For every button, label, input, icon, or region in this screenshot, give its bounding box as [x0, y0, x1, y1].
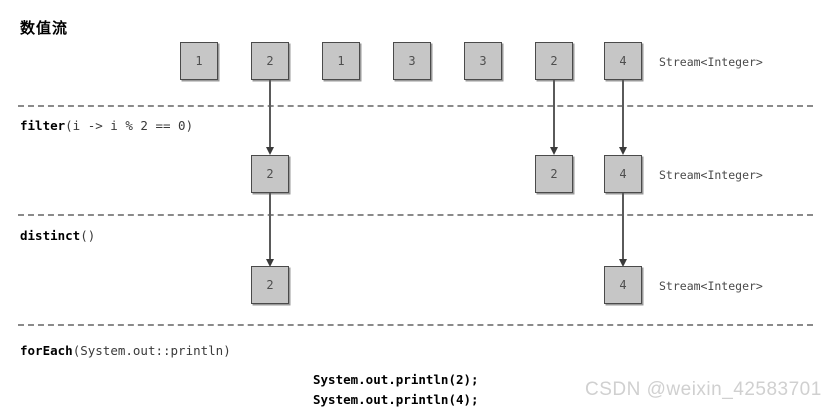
arrow-head-icon: [549, 147, 558, 155]
value-box: 2: [535, 42, 573, 80]
arrow-head-icon: [265, 147, 274, 155]
value-box-label: 4: [619, 167, 627, 181]
separator-line-1: [18, 105, 813, 107]
operation-name-distinct: distinct: [20, 228, 81, 243]
separator-line-2: [18, 214, 813, 216]
value-box-label: 3: [479, 54, 487, 68]
page-title: 数值流: [20, 19, 69, 37]
value-box: 3: [464, 42, 502, 80]
value-box: 1: [180, 42, 218, 80]
output-line: System.out.println(2);: [313, 372, 479, 387]
value-box-label: 4: [619, 54, 627, 68]
connector-line: [622, 193, 624, 263]
operation-name-filter: filter: [20, 118, 66, 133]
value-box-label: 2: [550, 54, 558, 68]
value-box: 4: [604, 155, 642, 193]
value-box: 2: [251, 42, 289, 80]
separator-line-3: [18, 324, 813, 326]
value-box: 4: [604, 42, 642, 80]
stream-type-label-distinct: Stream<Integer>: [659, 279, 763, 293]
connector-line: [269, 193, 271, 263]
output-line: System.out.println(4);: [313, 392, 479, 407]
value-box: 1: [322, 42, 360, 80]
value-box: 3: [393, 42, 431, 80]
operation-label-filter: filter(i -> i % 2 == 0): [20, 118, 193, 133]
value-box-label: 2: [550, 167, 558, 181]
value-box-label: 2: [266, 278, 274, 292]
operation-name-foreach: forEach: [20, 343, 73, 358]
connector-line: [622, 80, 624, 150]
operation-label-foreach: forEach(System.out::println): [20, 343, 231, 358]
stream-type-label-filtered: Stream<Integer>: [659, 168, 763, 182]
value-box-label: 2: [266, 54, 274, 68]
stream-type-label-source: Stream<Integer>: [659, 55, 763, 69]
value-box: 4: [604, 266, 642, 304]
operation-args-filter: (i -> i % 2 == 0): [65, 118, 194, 133]
arrow-head-icon: [618, 259, 627, 267]
value-box: 2: [535, 155, 573, 193]
operation-label-distinct: distinct(): [20, 228, 95, 243]
connector-line: [269, 80, 271, 150]
watermark: CSDN @weixin_42583701: [585, 379, 822, 400]
value-box: 2: [251, 266, 289, 304]
arrow-head-icon: [618, 147, 627, 155]
value-box-label: 3: [408, 54, 416, 68]
value-box-label: 1: [337, 54, 345, 68]
value-box-label: 1: [195, 54, 203, 68]
arrow-head-icon: [265, 259, 274, 267]
value-box-label: 4: [619, 278, 627, 292]
operation-args-foreach: (System.out::println): [72, 343, 231, 358]
connector-line: [553, 80, 555, 150]
value-box-label: 2: [266, 167, 274, 181]
operation-args-distinct: (): [80, 228, 96, 243]
value-box: 2: [251, 155, 289, 193]
